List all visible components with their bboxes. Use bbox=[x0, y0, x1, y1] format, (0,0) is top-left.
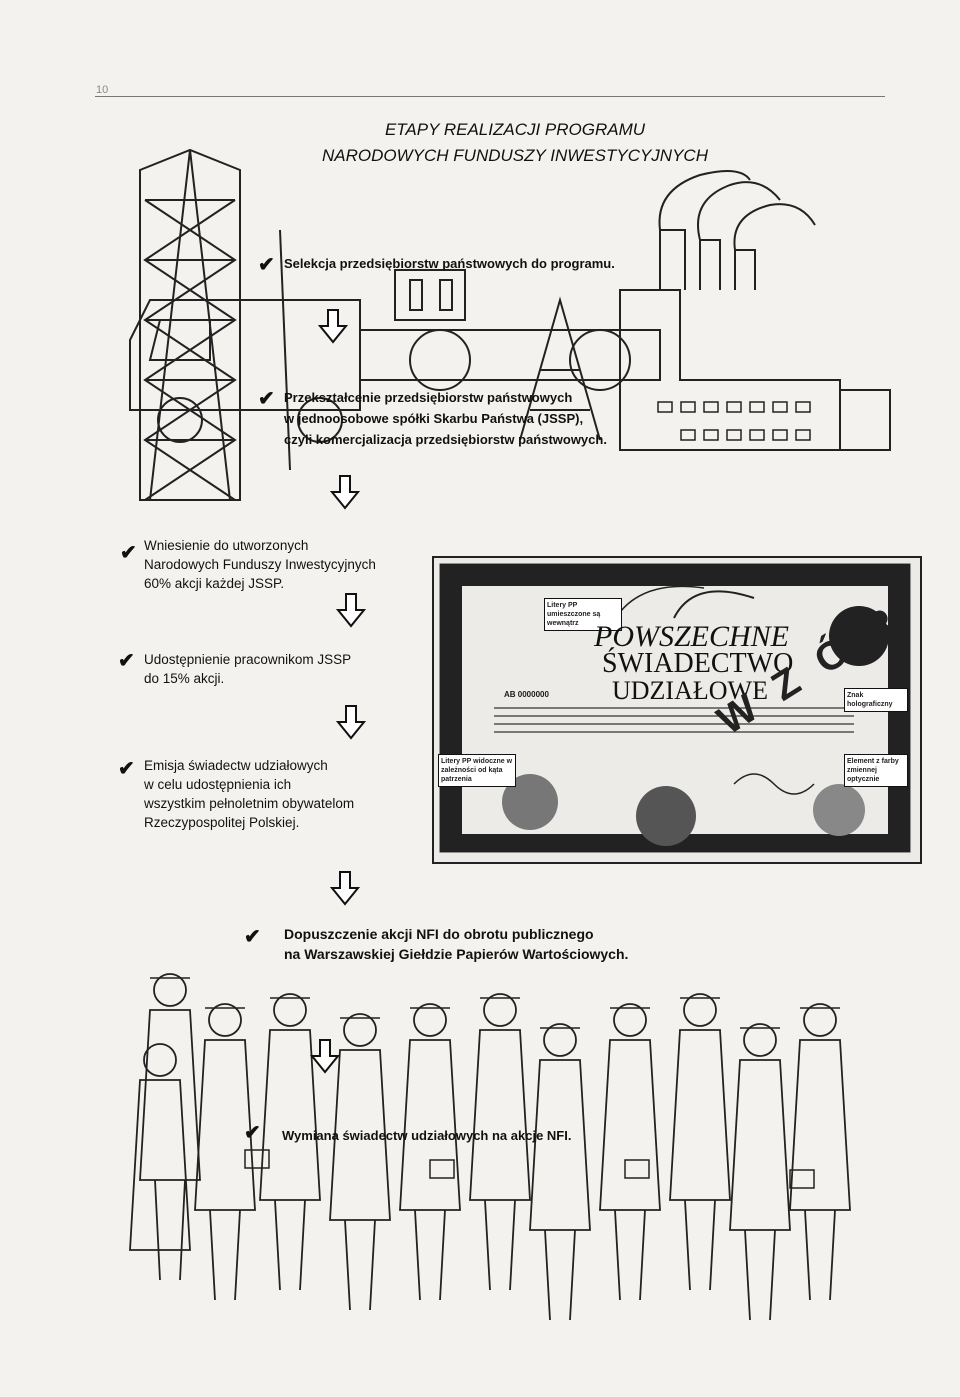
step-5-line-4: Rzeczypospolitej Polskiej. bbox=[144, 815, 300, 830]
page-number: 10 bbox=[96, 84, 109, 96]
arrow-down-icon bbox=[310, 1039, 340, 1074]
hologram-note: Znak holograficzny bbox=[844, 688, 908, 712]
header-rule bbox=[95, 96, 885, 97]
latent-image-note: Litery PP widoczne w zależności od kąta … bbox=[438, 754, 516, 787]
arrow-down-icon bbox=[336, 593, 366, 628]
watermark-note: Litery PP umieszczone są wewnątrz bbox=[544, 598, 622, 631]
step-7-check-icon: ✔ bbox=[244, 1122, 261, 1144]
step-3-line-1: Wniesienie do utworzonych bbox=[144, 538, 309, 553]
title-line-1: ETAPY REALIZACJI PROGRAMU bbox=[384, 120, 646, 139]
step-6-line-2: na Warszawskiej Giełdzie Papierów Wartoś… bbox=[284, 946, 629, 962]
title-line-2: NARODOWYCH FUNDUSZY INWESTYCYJNYCH bbox=[322, 146, 708, 165]
arrow-down-icon bbox=[336, 705, 366, 740]
step-2-line-1: Przekształcenie przedsiębiorstw państwow… bbox=[284, 390, 573, 405]
step-5-check-icon: ✔ bbox=[118, 758, 135, 780]
step-1-label: Selekcja przedsiębiorstw państwowych do … bbox=[284, 256, 615, 271]
step-3-line-3: 60% akcji każdej JSSP. bbox=[144, 576, 285, 591]
step-7-label: Wymiana świadectw udziałowych na akcje N… bbox=[282, 1128, 572, 1143]
step-4-check-icon: ✔ bbox=[118, 650, 135, 672]
step-5-text: Emisja świadectw udziałowych w celu udos… bbox=[144, 756, 354, 832]
step-2-line-3: czyli komercjalizacja przedsiębiorstw pa… bbox=[284, 432, 607, 447]
arrow-down-icon bbox=[330, 475, 360, 510]
step-2-line-2: w jednoosobowe spółki Skarbu Państwa (JS… bbox=[284, 411, 584, 426]
step-2-label: Przekształcenie przedsiębiorstw państwow… bbox=[284, 387, 607, 450]
industry-illustration bbox=[129, 148, 891, 501]
step-4-line-1: Udostępnienie pracownikom JSSP bbox=[144, 652, 352, 667]
step-6-label: Dopuszczenie akcji NFI do obrotu publicz… bbox=[284, 924, 628, 964]
step-4-line-2: do 15% akcji. bbox=[144, 671, 225, 686]
step-3-text: Wniesienie do utworzonych Narodowych Fun… bbox=[144, 536, 376, 593]
certificate-title-word-3: UDZIAŁOWE bbox=[612, 676, 768, 705]
certificate-number: AB 0000000 bbox=[504, 690, 549, 699]
page-title: ETAPY REALIZACJI PROGRAMU NARODOWYCH FUN… bbox=[300, 117, 730, 169]
step-5-line-2: w celu udostępnienia ich bbox=[144, 777, 292, 792]
step-5-line-3: wszystkim pełnoletnim obywatelom bbox=[144, 796, 355, 811]
step-6-check-icon: ✔ bbox=[244, 926, 261, 948]
crowd-illustration bbox=[129, 973, 851, 1321]
step-4-text: Udostępnienie pracownikom JSSP do 15% ak… bbox=[144, 650, 351, 688]
step-5-line-1: Emisja świadectw udziałowych bbox=[144, 758, 328, 773]
certificate-title-word-1: POWSZECHNE bbox=[594, 620, 789, 653]
step-1-check-icon: ✔ bbox=[258, 254, 275, 276]
step-6-line-1: Dopuszczenie akcji NFI do obrotu publicz… bbox=[284, 926, 594, 942]
optical-ink-note: Element z farby zmiennej optycznie bbox=[844, 754, 908, 787]
arrow-down-icon bbox=[318, 309, 348, 344]
arrow-down-icon bbox=[330, 871, 360, 906]
certificate-title-word-2: ŚWIADECTWO bbox=[602, 648, 794, 679]
step-3-check-icon: ✔ bbox=[120, 542, 137, 564]
step-2-check-icon: ✔ bbox=[258, 388, 275, 410]
share-certificate-sample: Litery PP umieszczone są wewnątrz POWSZE… bbox=[432, 556, 925, 864]
step-3-line-2: Narodowych Funduszy Inwestycyjnych bbox=[144, 557, 376, 572]
